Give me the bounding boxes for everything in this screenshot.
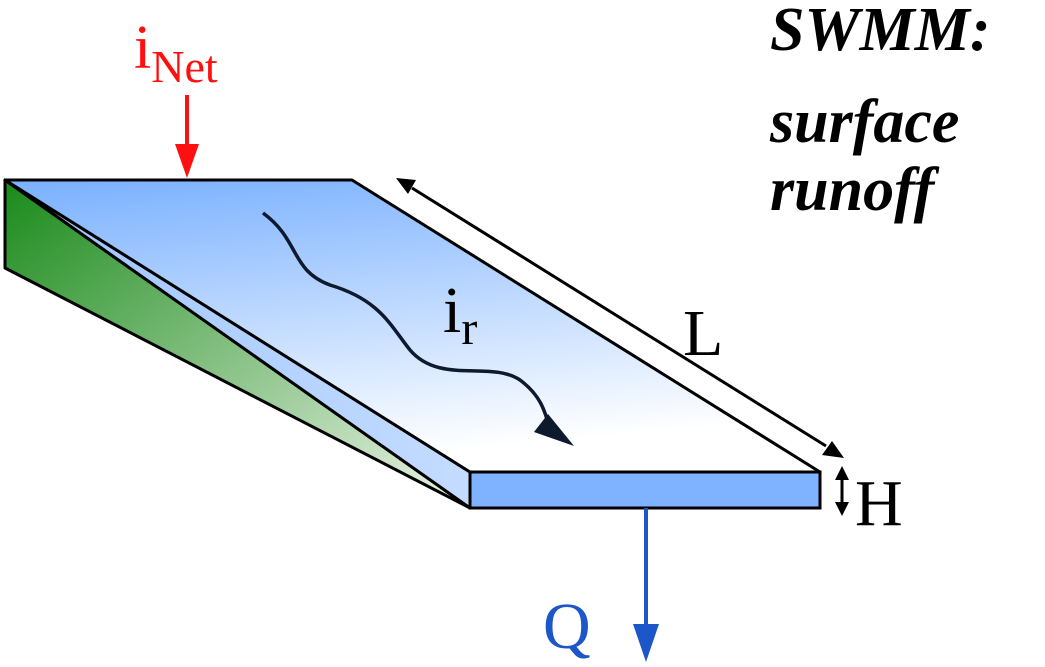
double-arrow-icon	[396, 178, 844, 458]
length-label: L	[683, 297, 723, 370]
wavy-arrow-icon	[261, 211, 574, 446]
inflow-label: iNet	[134, 14, 218, 92]
discharge-label: Q	[543, 590, 591, 663]
diagram-title: SWMM: surface runoff	[770, 0, 1040, 224]
depth-label: H	[855, 467, 903, 540]
title-line-1: SWMM:	[770, 0, 991, 64]
discharge-arrow-icon	[633, 508, 659, 662]
runoff-rate-label: ir	[443, 274, 477, 355]
depth-dimension-icon	[835, 466, 849, 516]
inflow-arrow-icon	[175, 95, 199, 178]
title-line-3: runoff	[770, 156, 935, 224]
title-line-2: surface	[770, 88, 960, 156]
water-front-edge	[468, 470, 822, 510]
